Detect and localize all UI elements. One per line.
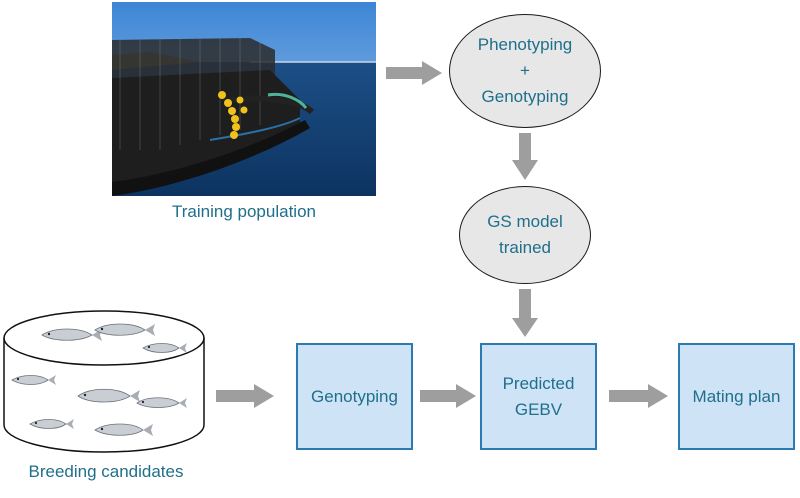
phenotyping-label: Phenotyping <box>477 35 573 54</box>
arrow-genotyping-to-predicted <box>420 384 476 408</box>
genotyping-box: Genotyping <box>296 343 413 450</box>
phenotyping-genotyping-node: Phenotyping + Genotyping <box>449 14 601 128</box>
gs-model-label: GS model <box>487 212 563 231</box>
plus-label: + <box>520 61 530 80</box>
mating-plan-box: Mating plan <box>678 343 795 450</box>
predicted-gebv-box: Predicted GEBV <box>480 343 597 450</box>
arrow-phenotyping-to-gs <box>512 133 538 180</box>
arrow-photo-to-phenotyping <box>386 61 442 85</box>
breeding-tank <box>3 310 205 453</box>
gebv-label: GEBV <box>514 399 563 419</box>
genotyping-box-label: Genotyping <box>311 386 398 406</box>
arrow-tank-to-genotyping <box>216 384 274 408</box>
genotyping-label: Genotyping <box>481 87 569 106</box>
predicted-label: Predicted <box>502 373 575 393</box>
gs-model-node: GS model trained <box>459 186 591 284</box>
arrow-gs-to-predicted <box>512 289 538 337</box>
fish-group <box>11 323 187 436</box>
arrow-predicted-to-mating <box>609 384 668 408</box>
training-population-caption: Training population <box>172 202 316 221</box>
breeding-candidates-caption: Breeding candidates <box>28 462 184 481</box>
mating-plan-label: Mating plan <box>692 386 781 406</box>
trained-label: trained <box>499 238 551 257</box>
